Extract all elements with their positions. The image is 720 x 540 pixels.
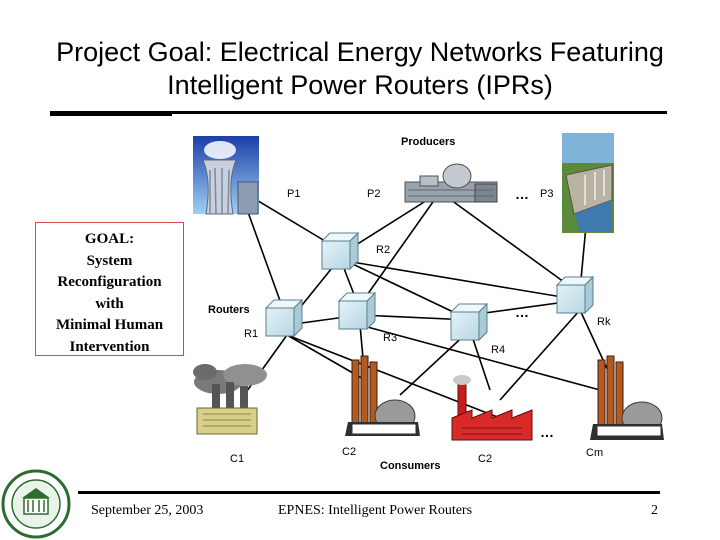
producer-p1-image <box>193 136 259 215</box>
slide-title: Project Goal: Electrical Energy Networks… <box>20 36 700 102</box>
consumer-c2b-image <box>451 375 533 441</box>
router-r3-cube <box>338 292 376 330</box>
footer-center-text: EPNES: Intelligent Power Routers <box>278 503 473 518</box>
producers-label: Producers <box>401 136 455 148</box>
label-c2b: C2 <box>478 453 492 465</box>
label-rk: Rk <box>597 316 611 328</box>
producer-p3-image <box>562 133 614 233</box>
goal-line-1: GOAL: <box>84 231 135 247</box>
consumer-cm-image <box>590 355 664 440</box>
goal-line-5: Minimal Human <box>55 317 164 333</box>
consumer-c1-image <box>193 364 267 435</box>
title-underline <box>50 111 667 114</box>
router-r2-cube <box>321 232 359 270</box>
label-p3: P3 <box>540 188 553 200</box>
page-number: 2 <box>651 503 658 518</box>
label-r2: R2 <box>376 244 390 256</box>
ellipsis-consumers: … <box>540 424 554 440</box>
goal-line-6: Intervention <box>69 338 150 355</box>
goal-line-3: Reconfiguration <box>57 274 162 290</box>
label-p1: P1 <box>287 188 300 200</box>
label-c2a: C2 <box>342 446 356 458</box>
router-r4-cube <box>450 303 488 341</box>
goal-line-2: System <box>86 252 133 269</box>
ellipsis-producers: … <box>515 186 529 202</box>
router-r1-cube <box>265 299 303 337</box>
consumer-c2a-image <box>345 355 420 436</box>
university-seal-logo <box>1 469 71 539</box>
producer-p2-image <box>404 163 498 203</box>
goal-line-4: with <box>95 295 124 312</box>
label-cm: Cm <box>586 447 603 459</box>
footer-rule <box>78 491 660 494</box>
consumers-label: Consumers <box>380 460 441 472</box>
label-r4: R4 <box>491 344 505 356</box>
label-c1: C1 <box>230 453 244 465</box>
router-rk-cube <box>556 276 594 314</box>
title-line-2: Intelligent Power Routers (IPRs) <box>167 70 553 100</box>
ellipsis-routers: … <box>515 304 529 320</box>
title-underline-accent <box>50 111 172 116</box>
goal-box: GOAL: System Reconfiguration with Minima… <box>35 222 184 356</box>
label-p2: P2 <box>367 188 380 200</box>
label-r3: R3 <box>383 332 397 344</box>
footer-date: September 25, 2003 <box>91 503 204 518</box>
routers-label: Routers <box>208 304 250 316</box>
label-r1: R1 <box>244 328 258 340</box>
title-line-1: Project Goal: Electrical Energy Networks… <box>56 37 664 67</box>
